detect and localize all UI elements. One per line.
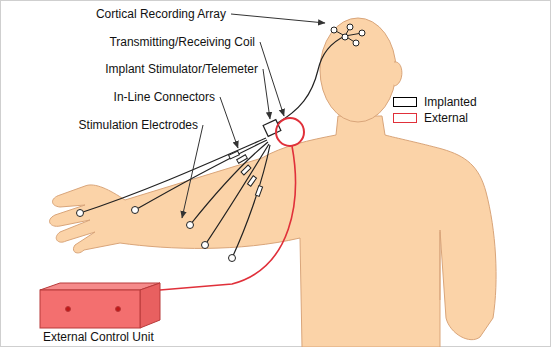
in-line-connectors <box>229 151 263 196</box>
external-cable <box>160 146 295 290</box>
part-label: Transmitting/Receiving Coil <box>109 35 255 49</box>
stimulation-electrodes <box>77 207 236 262</box>
part-label: Stimulation Electrodes <box>79 118 198 132</box>
cortical-lead <box>276 36 345 124</box>
device-label: External Control Unit <box>43 330 154 344</box>
part-label: In-Line Connectors <box>114 90 215 104</box>
ear <box>394 62 402 86</box>
control-unit <box>40 283 160 328</box>
legend-text: External <box>424 111 468 125</box>
electrode-leads <box>80 138 270 258</box>
coil <box>276 118 304 146</box>
legend-swatch <box>393 97 417 107</box>
legend-text: Implanted <box>424 95 477 109</box>
implant-stimulator <box>263 120 281 137</box>
head <box>320 18 396 122</box>
arm-edge <box>440 232 441 300</box>
part-label: Implant Stimulator/Telemeter <box>105 62 258 76</box>
cortical-array <box>331 24 365 46</box>
legend-swatch <box>393 113 417 123</box>
part-label: Cortical Recording Array <box>96 7 226 21</box>
